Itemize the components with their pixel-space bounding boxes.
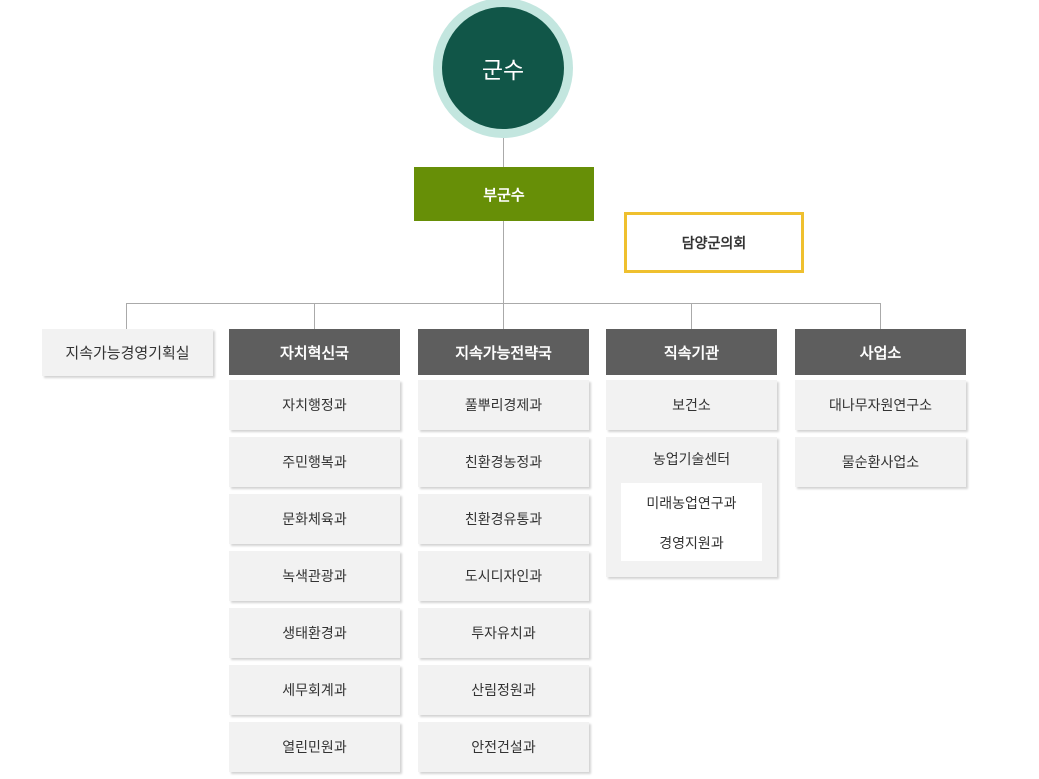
department-head-label: 직속기관 — [663, 343, 720, 362]
department-item-label: 풀뿌리경제과 — [464, 398, 543, 414]
department-item[interactable]: 보건소 — [606, 380, 777, 430]
department-head-col2[interactable]: 지속가능전략국 — [418, 329, 589, 375]
department-item-label: 투자유치과 — [471, 626, 536, 642]
department-item-label: 주민행복과 — [282, 455, 347, 471]
department-item[interactable]: 생태환경과 — [229, 608, 400, 658]
mayor-label: 군수 — [481, 58, 525, 84]
county-council-label: 담양군의회 — [681, 235, 747, 252]
department-item-label: 녹색관광과 — [282, 569, 347, 585]
connector-drop-col3 — [691, 303, 692, 329]
deputy-mayor-label: 부군수 — [483, 185, 525, 204]
department-item-label: 열린민원과 — [282, 740, 347, 756]
department-item-label: 친환경농정과 — [464, 455, 543, 471]
county-council-node[interactable]: 담양군의회 — [624, 212, 804, 273]
subunit-item[interactable]: 미래농업연구과 — [646, 496, 737, 512]
subunit-item[interactable]: 경영지원과 — [659, 536, 724, 552]
department-item[interactable]: 물순환사업소 — [795, 437, 966, 487]
department-item-label: 안전건설과 — [471, 740, 536, 756]
department-head-col1[interactable]: 자치혁신국 — [229, 329, 400, 375]
agri-tech-center-subunits: 미래농업연구과 경영지원과 — [621, 483, 762, 561]
department-item[interactable]: 주민행복과 — [229, 437, 400, 487]
department-item-label: 세무회계과 — [282, 683, 347, 699]
agri-tech-center-title: 농업기술센터 — [652, 452, 731, 468]
sustainability-planning-office-label: 지속가능경영기획실 — [65, 344, 190, 362]
connector-drop-standalone — [126, 303, 127, 329]
connector-drop-col1 — [314, 303, 315, 329]
connector-deputy-bus — [503, 221, 504, 303]
department-item[interactable]: 산림정원과 — [418, 665, 589, 715]
department-item[interactable]: 안전건설과 — [418, 722, 589, 772]
department-item[interactable]: 대나무자원연구소 — [795, 380, 966, 430]
department-item[interactable]: 투자유치과 — [418, 608, 589, 658]
connector-mayor-deputy — [503, 138, 504, 167]
department-head-label: 사업소 — [859, 343, 902, 362]
department-item-label: 산림정원과 — [471, 683, 536, 699]
department-item[interactable]: 문화체육과 — [229, 494, 400, 544]
department-item-label: 도시디자인과 — [464, 569, 543, 585]
department-item-label: 물순환사업소 — [841, 455, 920, 471]
department-item-label: 대나무자원연구소 — [828, 398, 933, 414]
department-item-label: 보건소 — [672, 398, 711, 414]
connector-drop-col2 — [503, 303, 504, 329]
mayor-node[interactable]: 군수 — [442, 7, 564, 129]
department-item[interactable]: 세무회계과 — [229, 665, 400, 715]
department-item-label: 문화체육과 — [282, 512, 347, 528]
department-item-label: 자치행정과 — [282, 398, 347, 414]
sustainability-planning-office[interactable]: 지속가능경영기획실 — [42, 329, 213, 376]
department-item-label: 친환경유통과 — [464, 512, 543, 528]
department-head-label: 지속가능전략국 — [455, 343, 552, 362]
department-item[interactable]: 친환경농정과 — [418, 437, 589, 487]
department-item-label: 생태환경과 — [282, 626, 347, 642]
agri-tech-center-box[interactable]: 농업기술센터 미래농업연구과 경영지원과 — [606, 437, 777, 577]
department-item[interactable]: 자치행정과 — [229, 380, 400, 430]
department-head-label: 자치혁신국 — [279, 343, 349, 362]
department-head-col3[interactable]: 직속기관 — [606, 329, 777, 375]
deputy-mayor-node[interactable]: 부군수 — [414, 167, 594, 221]
department-item[interactable]: 풀뿌리경제과 — [418, 380, 589, 430]
department-item[interactable]: 열린민원과 — [229, 722, 400, 772]
department-item[interactable]: 녹색관광과 — [229, 551, 400, 601]
department-item[interactable]: 도시디자인과 — [418, 551, 589, 601]
connector-drop-col4 — [880, 303, 881, 329]
department-head-col4[interactable]: 사업소 — [795, 329, 966, 375]
department-item[interactable]: 친환경유통과 — [418, 494, 589, 544]
